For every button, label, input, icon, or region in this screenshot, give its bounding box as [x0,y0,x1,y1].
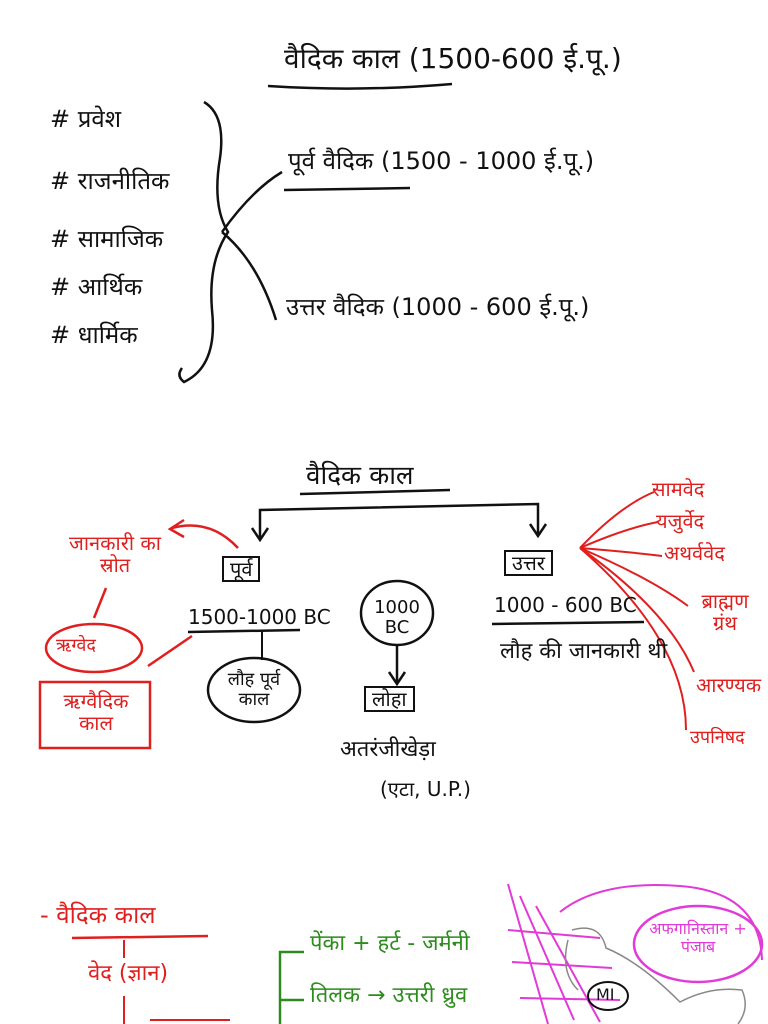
section1-title: वैदिक काल (1500-600 ई.पू.) [284,42,622,75]
purva-dates-underline [187,628,301,634]
vedic-text-item: ब्राह्मण ग्रंथ [701,589,749,635]
site-location: (एटा, U.P.) [380,777,471,801]
red-arrow-down [92,587,108,619]
uttar-dates: 1000 - 600 BC [494,593,637,617]
red-fan-lines [579,491,695,731]
brace-branch-upper [220,170,283,233]
rigveda-label: ऋग्वेद [56,635,96,656]
root-underline [299,488,451,496]
map-tag: MI [596,985,615,1004]
vedic-text-item: अथर्ववेद [664,541,725,565]
title-underline [267,82,453,90]
early-underline [283,186,411,192]
pre-iron-age-label: लौह पूर्व काल [227,669,281,710]
year-arrowhead [387,671,407,687]
purva-dates: 1500-1000 BC [188,605,331,629]
red-arrow-to-source [171,524,239,549]
topic-item: # प्रवेश [50,105,122,133]
red-arrow-from-dates [147,634,193,668]
topic-item: # सामाजिक [50,225,164,253]
veda-knowledge-label: वेद (ज्ञान) [88,961,169,986]
section3-heading: - वैदिक काल [40,901,156,929]
afghanistan-punjab-note: अफगानिस्तान + पंजाब [649,919,747,956]
theory-line-north-pole: तिलक → उत्तरी ध्रुव [310,983,468,1008]
vedic-tree-root: वैदिक काल [306,461,414,491]
year-1000bc-label: 1000 BC [374,597,420,638]
theory-line-germany: पेंका + हर्ट - जर्मनी [310,931,470,956]
green-bracket [278,950,304,1024]
arrowhead-left [250,527,270,543]
topic-item: # आर्थिक [50,273,143,301]
site-name: अतरंजीखेड़ा [340,737,436,762]
s3-heading-underline [71,934,209,940]
early-vedic-label: पूर्व वैदिक (1500 - 1000 ई.पू.) [288,147,595,175]
vedic-text-item: यजुर्वेद [656,509,705,533]
red-arrowhead-source [167,518,185,539]
map-tag-bubble [587,981,629,1011]
rigvedic-box [38,680,152,750]
iron-box: लोहा [364,686,415,712]
vedic-text-item: उपनिषद [690,727,745,748]
india-map-outline [564,927,746,1024]
topic-item: # राजनीतिक [50,167,170,195]
tree-connector [258,502,540,540]
purva-box: पूर्व [222,556,261,582]
rigvedic-period-label: ऋग्वैदिक काल [63,689,129,735]
topic-item: # धार्मिक [50,321,138,349]
vedic-text-item: सामवेद [652,477,705,501]
arrowhead-right [528,523,548,539]
topics-brace [178,100,230,384]
map-note-bubble [632,904,764,984]
brace-branch-lower [221,231,278,321]
source-note: जानकारी का स्रोत [69,531,161,577]
iron-bubble [206,656,302,724]
rigveda-bubble [44,622,144,674]
uttar-dates-underline [491,620,645,626]
iron-knowledge-note: लौह की जानकारी थी [500,639,668,664]
vedic-text-item: आरण्यक [696,673,762,697]
uttar-box: उत्तर [504,550,553,576]
later-vedic-label: उत्तर वैदिक (1000 - 600 ई.पू.) [286,293,590,321]
